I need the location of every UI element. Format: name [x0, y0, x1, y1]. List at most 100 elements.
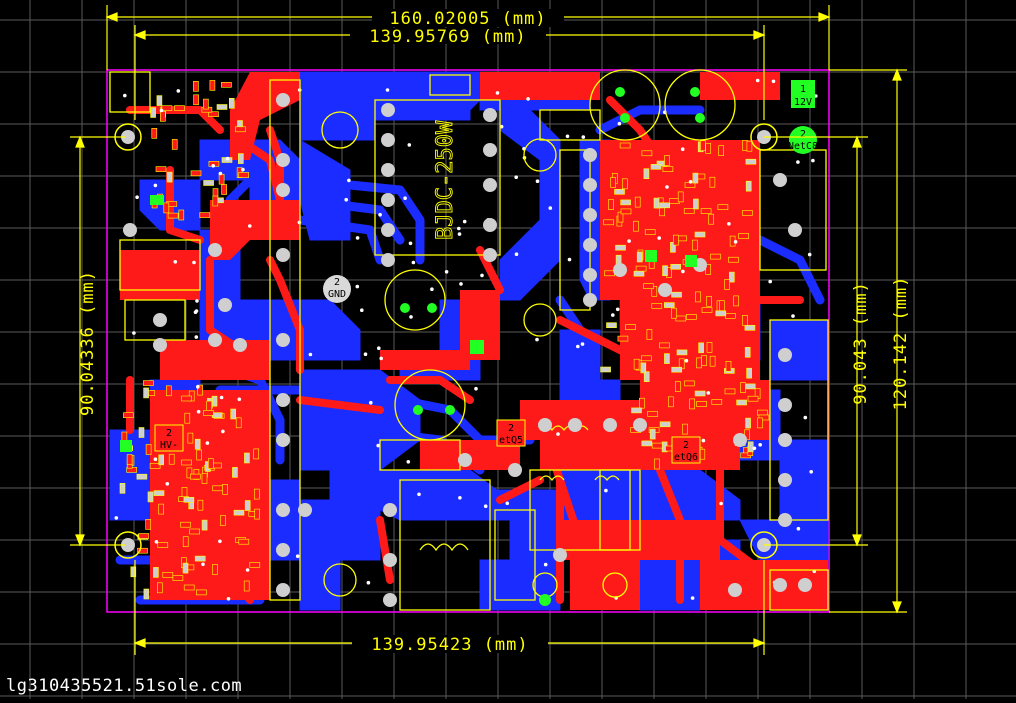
via — [690, 596, 695, 600]
smd-pad — [614, 189, 625, 195]
via — [406, 460, 411, 464]
smd-pad — [184, 412, 191, 424]
smd-pad — [746, 140, 753, 152]
smd-pad — [663, 302, 675, 308]
smd-pad — [710, 253, 721, 260]
smd-pad — [190, 473, 201, 480]
through-hole-pad — [123, 223, 137, 237]
through-hole-pad — [298, 503, 312, 517]
smd-pad — [738, 233, 750, 239]
smd-pad — [147, 491, 154, 503]
through-hole-pad — [383, 553, 397, 567]
through-hole-pad — [276, 183, 290, 197]
through-hole-pad — [381, 133, 395, 147]
via — [752, 446, 757, 451]
smd-pad — [138, 533, 150, 539]
via — [495, 91, 500, 95]
smd-pad — [615, 244, 626, 251]
via — [344, 197, 349, 202]
pad-12v-label: 12V — [794, 97, 812, 108]
smd-pad — [238, 538, 250, 545]
smd-pad — [182, 536, 189, 547]
smd-pad — [709, 355, 716, 367]
smd-pad — [647, 411, 659, 417]
smd-pad — [641, 440, 653, 447]
smd-pad — [643, 168, 650, 179]
smd-pad — [253, 448, 259, 460]
smd-pad — [636, 251, 643, 263]
smd-pad — [725, 360, 732, 372]
through-hole-pad — [483, 108, 497, 122]
via — [363, 352, 368, 357]
smd-pad — [171, 139, 178, 150]
smd-pad — [233, 509, 245, 516]
through-hole-pad — [633, 418, 647, 432]
smd-pad — [635, 265, 647, 272]
via — [505, 501, 510, 506]
via — [604, 488, 608, 493]
pad-12v — [791, 80, 815, 108]
smd-pad — [746, 367, 752, 379]
through-hole-pad — [153, 313, 167, 327]
via — [543, 562, 548, 567]
via — [701, 438, 706, 443]
smd-pad — [151, 128, 158, 139]
smd-pad — [745, 180, 752, 192]
via — [483, 504, 488, 509]
through-hole-pad — [381, 223, 395, 237]
smd-pad — [196, 589, 207, 596]
smd-pad — [747, 441, 754, 453]
smd-pad — [619, 142, 631, 149]
smd-pad — [670, 263, 682, 270]
smd-pad — [603, 219, 615, 226]
via — [241, 167, 245, 172]
through-hole-pad — [733, 433, 747, 447]
smd-pad — [701, 307, 713, 313]
smd-pad — [212, 195, 219, 207]
through-hole-pad — [383, 503, 397, 517]
watermark: lg310435521.51sole.com — [6, 676, 243, 696]
smd-pad — [662, 166, 674, 172]
smd-pad — [161, 105, 173, 111]
through-hole-pad — [276, 503, 290, 517]
smd-pad — [168, 453, 175, 465]
through-hole-pad — [778, 433, 792, 447]
through-hole-pad — [483, 248, 497, 262]
through-hole-pad — [276, 93, 290, 107]
smd-pad — [183, 496, 195, 503]
smd-pad — [664, 155, 670, 166]
smd-pad — [610, 177, 616, 188]
through-hole-pad — [613, 263, 627, 277]
via — [347, 178, 351, 183]
through-hole-pad — [553, 548, 567, 562]
through-hole-pad — [603, 418, 617, 432]
via — [153, 183, 158, 188]
via — [205, 441, 210, 445]
smd-pad — [705, 264, 712, 275]
smd-pad — [675, 315, 687, 322]
pad-netq6 — [671, 436, 701, 464]
via — [680, 147, 685, 151]
smd-pad — [719, 300, 725, 312]
smd-pad — [193, 94, 199, 106]
smd-pad — [254, 488, 260, 500]
through-hole-pad — [728, 583, 742, 597]
through-hole-pad — [483, 143, 497, 157]
via — [211, 164, 215, 168]
through-hole-pad — [381, 163, 395, 177]
smd-pad — [718, 145, 725, 156]
smd-pad — [218, 173, 225, 185]
via — [411, 260, 416, 265]
smd-pad — [238, 172, 249, 178]
smd-pad — [203, 180, 214, 186]
via — [248, 224, 252, 228]
smd-pad — [684, 380, 695, 387]
smd-pad — [221, 82, 232, 88]
via — [201, 562, 205, 567]
smd-pad — [706, 295, 712, 307]
via — [245, 568, 250, 572]
smd-pad — [199, 212, 211, 218]
smd-pad — [158, 503, 164, 515]
smd-pad — [178, 209, 185, 221]
